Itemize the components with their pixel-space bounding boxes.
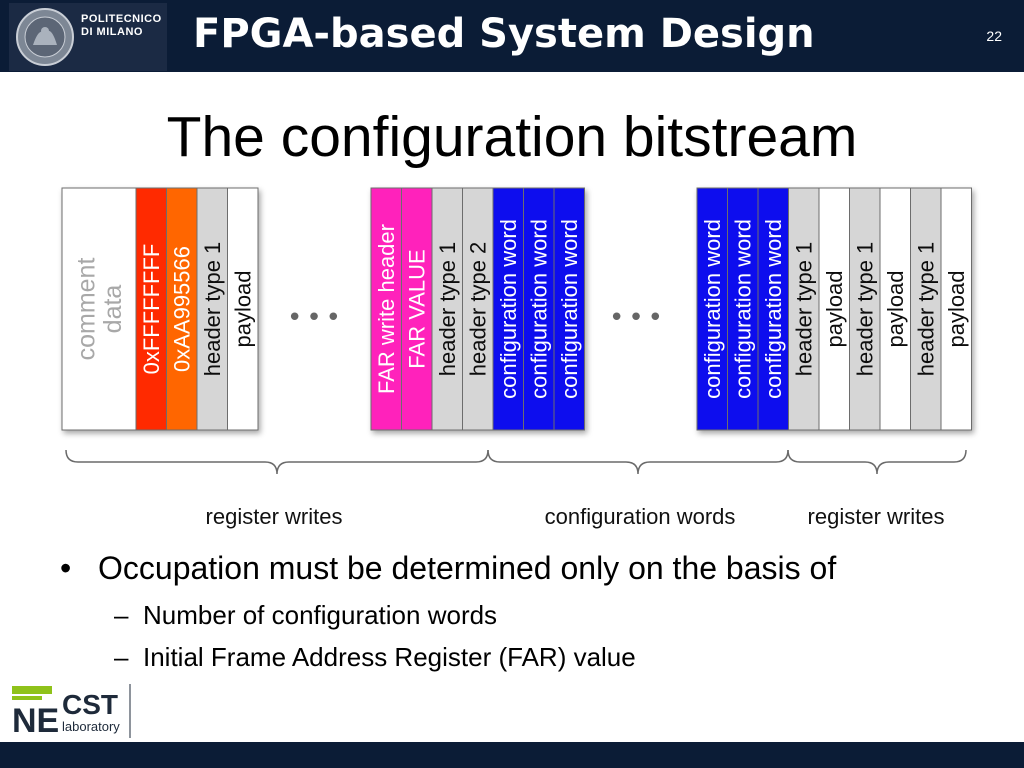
bitstream-cell-box: [196, 187, 228, 431]
logo-cst: CST: [62, 689, 118, 720]
bitstream-cell-box: [818, 187, 850, 431]
bitstream-cell-box: [401, 187, 433, 431]
university-logo: POLITECNICO DI MILANO: [9, 3, 167, 71]
bitstream-cell: 0xAA995566: [166, 187, 198, 431]
bitstream-cell-label: configuration word: [526, 219, 551, 399]
bullet-marker: •: [60, 550, 72, 586]
bullet-main-text: Occupation must be determined only on th…: [98, 550, 837, 586]
bitstream-cell: header type 1: [849, 187, 881, 431]
bitstream-cell: configuration word: [492, 187, 524, 431]
sub-bullet-text: Number of configuration words: [143, 600, 498, 630]
bitstream-cell-box: [910, 187, 942, 431]
ellipsis-label: •••: [609, 303, 667, 333]
university-name-line2: DI MILANO: [81, 26, 143, 38]
bitstream-cell: header type 1: [788, 187, 820, 431]
bitstream-cell-label: FAR write header: [374, 224, 399, 394]
header-bar: POLITECNICO DI MILANO FPGA-based System …: [0, 0, 1024, 72]
curly-brace: [65, 449, 489, 475]
bitstream-cell-box: [61, 187, 137, 431]
bitstream-cell: configuration word: [523, 187, 555, 431]
bitstream-cell-label: 0xFFFFFFFF: [139, 244, 164, 375]
bitstream-cell: FAR write header: [370, 187, 402, 431]
bitstream-cell: FAR VALUE: [401, 187, 433, 431]
sub-bullet: – Initial Frame Address Register (FAR) v…: [60, 640, 1000, 674]
bitstream-cell: payload: [227, 187, 259, 431]
page-number: 22: [986, 28, 1002, 44]
bitstream-cell-label: payload: [230, 270, 255, 347]
bitstream-cell: commentdata: [61, 187, 137, 431]
bitstream-cell: header type 2: [462, 187, 494, 431]
sub-bullet: – Number of configuration words: [60, 598, 1000, 632]
bullet-list: • Occupation must be determined only on …: [60, 546, 1000, 674]
brace-label: configuration words: [545, 504, 736, 529]
logo-ne: NE: [12, 702, 59, 738]
bitstream-cell-label: header type 1: [435, 242, 460, 377]
bitstream-cell-box: [940, 187, 972, 431]
bitstream-cell-label: configuration word: [730, 219, 755, 399]
logo-laboratory: laboratory: [62, 719, 120, 734]
bitstream-cell-label: configuration word: [761, 219, 786, 399]
bitstream-cell-box: [492, 187, 524, 431]
course-title: FPGA-based System Design: [193, 11, 815, 57]
bitstream-cell-box: [696, 187, 728, 431]
bitstream-cell-label: configuration word: [557, 219, 582, 399]
bitstream-cell-label: payload: [822, 270, 847, 347]
bitstream-cell: 0xFFFFFFFF: [135, 187, 167, 431]
bitstream-cell-box: [370, 187, 402, 431]
bitstream-cell: payload: [879, 187, 911, 431]
bitstream-cell-label: header type 1: [852, 242, 877, 377]
bitstream-cell: configuration word: [757, 187, 789, 431]
bitstream-cell-label: configuration word: [496, 219, 521, 399]
brace-label: register writes: [808, 504, 945, 529]
brace-label: register writes: [206, 504, 343, 529]
bullet-main: • Occupation must be determined only on …: [60, 546, 1000, 590]
necst-lab-logo: NE CST laboratory: [12, 684, 131, 738]
bitstream-cell-label: payload: [944, 270, 969, 347]
bitstream-cell-box: [727, 187, 759, 431]
curly-brace: [787, 449, 967, 475]
bitstream-cell-label: configuration word: [700, 219, 725, 399]
bitstream-cell-box: [849, 187, 881, 431]
ellipsis-label: •••: [287, 303, 345, 333]
bitstream-cell-label: 0xAA995566: [169, 246, 194, 372]
bitstream-cell: header type 1: [196, 187, 228, 431]
slide-title: The configuration bitstream: [166, 105, 858, 169]
bitstream-cell-label: header type 1: [791, 242, 816, 377]
curly-brace: [487, 449, 789, 475]
bitstream-cell: header type 1: [910, 187, 942, 431]
bitstream-cell-label: header type 2: [465, 242, 490, 377]
bitstream-cell-box: [227, 187, 259, 431]
bitstream-cell: header type 1: [431, 187, 463, 431]
sub-bullet-text: Initial Frame Address Register (FAR) val…: [143, 642, 636, 672]
bitstream-cell: configuration word: [553, 187, 585, 431]
bitstream-cell: payload: [818, 187, 850, 431]
bitstream-cell: configuration word: [696, 187, 728, 431]
bitstream-cell-box: [166, 187, 198, 431]
bitstream-cell-box: [757, 187, 789, 431]
bitstream-cell-box: [553, 187, 585, 431]
bitstream-cell-label: FAR VALUE: [404, 249, 429, 368]
university-name: POLITECNICO DI MILANO: [81, 13, 162, 39]
bitstream-cell-box: [788, 187, 820, 431]
bitstream-cell: configuration word: [727, 187, 759, 431]
bitstream-cell-box: [523, 187, 555, 431]
bitstream-cell-box: [462, 187, 494, 431]
bitstream-cell-label: header type 1: [200, 242, 225, 377]
university-seal-icon: [16, 8, 74, 66]
bitstream-cell: payload: [940, 187, 972, 431]
bitstream-cell-label: header type 1: [913, 242, 938, 377]
bitstream-cell-label: commentdata: [73, 258, 127, 361]
sub-bullet-marker: –: [114, 600, 129, 630]
sub-bullet-marker: –: [114, 642, 129, 672]
university-name-line1: POLITECNICO: [81, 13, 162, 25]
bitstream-cell-label: payload: [883, 270, 908, 347]
footer-bar: [0, 742, 1024, 768]
bitstream-cell-box: [135, 187, 167, 431]
